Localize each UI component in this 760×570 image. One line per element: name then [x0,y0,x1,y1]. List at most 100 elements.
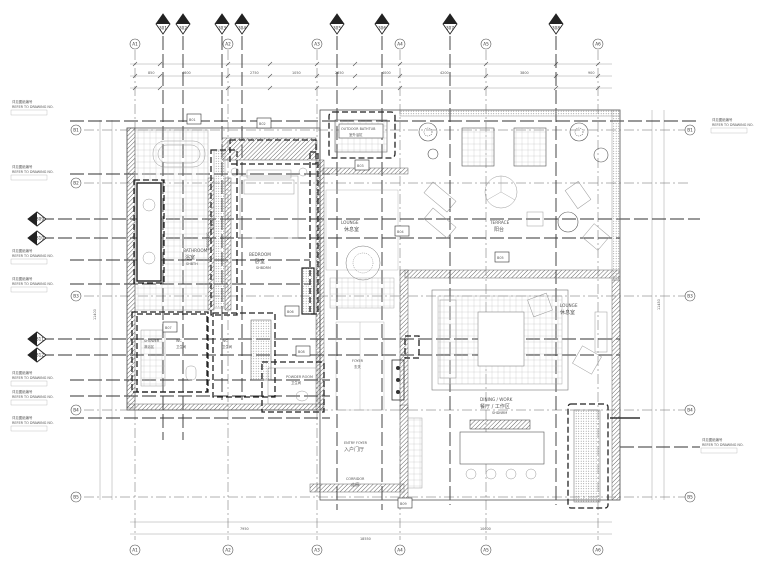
svg-text:307: 307 [446,26,454,31]
right-cabinet [567,403,640,509]
grid-bubble-a1-top: A1 [129,38,141,50]
dim-right: 11450 [657,299,661,310]
grid-bubble-b4-right: B4 [684,404,696,416]
bathtub [152,140,206,168]
wc-label-cn: 卫生间 [176,344,187,349]
elevation-marker-301: 301 [155,13,171,35]
svg-text:B06: B06 [287,310,294,314]
plant-1 [418,122,438,142]
dim-top-4: 1050 [292,71,301,75]
svg-text:B3: B3 [687,294,693,299]
wc2-label-en: WC [222,339,228,343]
wet-areas: SHOWER 淋浴区 WC 卫生间 WC 卫生间 POWDER ROOM 卫生间 [136,312,325,413]
armchair-1 [527,292,553,318]
vanity-counter [136,182,162,282]
svg-text:B07: B07 [165,326,172,330]
outdoor-bathtub-area: OUTDOOR BATHTUB 室外浴缸 [328,111,396,159]
svg-text:详见图纸编号: 详见图纸编号 [12,99,33,104]
dimension-tick [553,85,559,91]
dining-label-cn: 餐厅 / 工作区 [480,403,510,410]
grid-bubble-a3-top: A3 [311,38,323,50]
grid-bubble-b2-left: B2 [70,177,82,189]
dim-top-6: 4000 [382,71,391,75]
grid-bubble-a4-bottom: A4 [394,544,406,556]
svg-text:A4: A4 [397,42,403,47]
elevation-marker-302: 302 [175,13,191,35]
dim-top-8: 3800 [520,71,529,75]
svg-text:详见图纸编号: 详见图纸编号 [12,164,33,169]
bedroom-label-en: BEDROOM [249,252,271,257]
coffee-table [477,311,525,367]
elevation-marker-308: 308 [548,13,564,35]
svg-text:详见图纸编号: 详见图纸编号 [12,248,33,253]
svg-text:REFER TO DRAWING NO.: REFER TO DRAWING NO. [702,443,744,447]
dressing-label-en: DRESSING [206,232,210,250]
svg-text:312: 312 [36,353,44,358]
dim-bottom-right: 10600 [480,527,491,531]
svg-text:详见图纸编号: 详见图纸编号 [12,370,33,375]
svg-text:A5: A5 [483,42,489,47]
grid-bubble-a2-top: A2 [222,38,234,50]
svg-text:B02: B02 [259,122,266,126]
svg-text:A6: A6 [595,548,601,553]
svg-text:详见图纸编号: 详见图纸编号 [12,389,33,394]
corridor-label-cn: 走廊 [351,481,359,488]
tag-b08: B08 [295,345,311,357]
lounge-area: LOUNGE 休息室 [431,289,608,391]
plant-4 [427,148,439,160]
svg-text:A4: A4 [397,548,403,553]
svg-text:REFER TO DRAWING NO.: REFER TO DRAWING NO. [12,282,54,286]
central-lounge-label-en: LOUNGE [341,220,359,225]
armchair-2 [572,345,602,375]
console [391,359,405,401]
dim-top-7: 4200 [440,71,449,75]
svg-text:B3: B3 [73,294,79,299]
building-walls [126,109,621,501]
sink-1 [142,198,156,212]
bathroom-area: BATHROOM 浴室 SHBTH [134,129,209,311]
grid-bubble-b5-left: B5 [70,491,82,503]
elevation-marker-304: 304 [234,13,250,35]
grid-bubble-b5-right: B5 [684,491,696,503]
grid-bubble-a6-top: A6 [592,38,604,50]
plant-3 [593,147,609,163]
svg-text:详见图纸编号: 详见图纸编号 [12,276,33,281]
dimension-tick [352,73,358,79]
side-elevation-markers: 309 310 311 312 [27,211,47,363]
tag-b03: B03 [354,159,370,171]
svg-text:A1: A1 [132,42,138,47]
grid-bubble-a5-bottom: A5 [480,544,492,556]
round-rug [345,245,381,281]
dimension-tick [352,85,358,91]
svg-text:REFER TO DRAWING NO.: REFER TO DRAWING NO. [12,421,54,425]
svg-text:B5: B5 [687,495,693,500]
svg-text:309: 309 [36,217,44,222]
grid-bubble-a1-bottom: A1 [129,544,141,556]
outdoor-bathtub-label-en: OUTDOOR BATHTUB [341,127,376,131]
svg-text:B1: B1 [73,128,79,133]
svg-text:REFER TO DRAWING NO.: REFER TO DRAWING NO. [12,254,54,258]
bathroom-code: SHBTH [186,262,198,266]
terrace-area: TERRACE 阳台 [418,122,610,251]
svg-text:A2: A2 [225,42,231,47]
tag-b04: B04 [394,225,410,237]
callout-tags: B01 B02 B03 B04 B05 B06 B07 B08 B09 [162,113,510,509]
dimension-tick [267,73,273,79]
bedroom-label-cn: 卧室 [255,258,265,265]
dim-top-1: 850 [148,71,154,75]
side-dimension-lines: 11400 11450 [93,110,665,500]
bed [239,175,299,239]
tag-b09: B09 [397,497,413,509]
tag-b07: B07 [162,321,178,333]
dimension-tick [157,61,163,67]
sofa-left [439,299,457,379]
svg-text:B08: B08 [298,350,305,354]
svg-text:306: 306 [378,26,386,31]
dining-area: DINING / WORK 餐厅 / 工作区 SHDNRM [459,397,545,480]
svg-text:详见图纸编号: 详见图纸编号 [12,415,33,420]
dimension-tick [352,61,358,67]
svg-text:详见图纸编号: 详见图纸编号 [712,117,733,122]
grid-bubble-a6-bottom: A6 [592,544,604,556]
